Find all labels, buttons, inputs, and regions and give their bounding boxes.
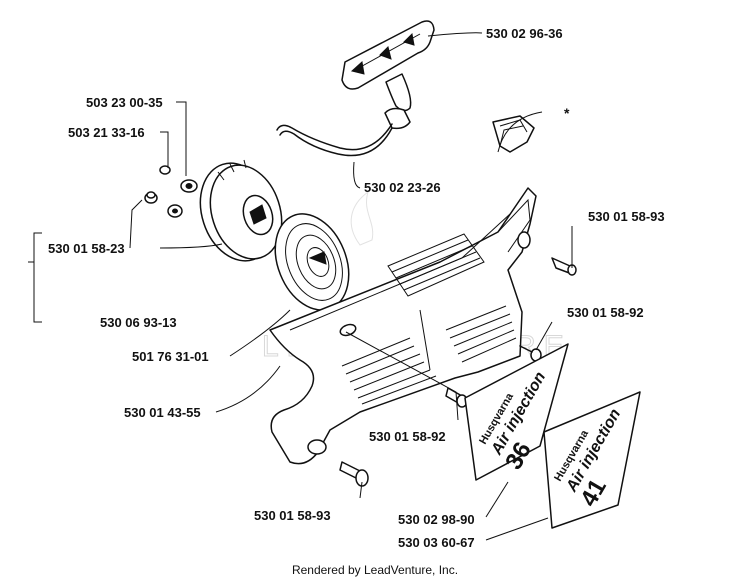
label-decal-41: 530 03 60-67 xyxy=(398,535,475,550)
decal-36: Husqvarna Air injection 36 xyxy=(464,343,569,481)
label-star-part: * xyxy=(564,105,570,121)
label-spring: 501 76 31-01 xyxy=(132,349,209,364)
leader-lines xyxy=(28,32,573,541)
label-starter-housing: 530 01 43-55 xyxy=(124,405,201,420)
decal-41: Husqvarna Air injection 41 xyxy=(543,391,641,529)
label-screw-center: 530 01 58-92 xyxy=(369,429,446,444)
washer-and-screw-top xyxy=(159,165,198,193)
footer-credit: Rendered by LeadVenture, Inc. xyxy=(291,563,459,577)
starter-handle xyxy=(341,20,435,130)
starter-housing xyxy=(269,187,537,465)
screw-bottom xyxy=(339,461,369,487)
label-handle: 530 02 96-36 xyxy=(486,26,563,41)
label-spring-assembly: 530 06 93-13 xyxy=(100,315,177,330)
label-decal-36: 530 02 98-90 xyxy=(398,512,475,527)
label-washer: 503 23 00-35 xyxy=(86,95,163,110)
label-screw-small: 503 21 33-16 xyxy=(68,125,145,140)
recoil-spring xyxy=(274,213,350,311)
label-rope: 530 02 23-26 xyxy=(364,180,441,195)
label-pulley-screw: 530 01 58-23 xyxy=(48,241,125,256)
label-screw-top-right: 530 01 58-93 xyxy=(588,209,665,224)
label-screw-right: 530 01 58-92 xyxy=(567,305,644,320)
washer-and-screw-left xyxy=(144,191,183,218)
part-labels: 530 02 96-36 530 02 23-26 * 503 23 00-35… xyxy=(48,26,665,550)
starter-pulley xyxy=(199,159,283,262)
label-screw-bottom: 530 01 58-93 xyxy=(254,508,331,523)
starter-rope xyxy=(276,123,393,157)
